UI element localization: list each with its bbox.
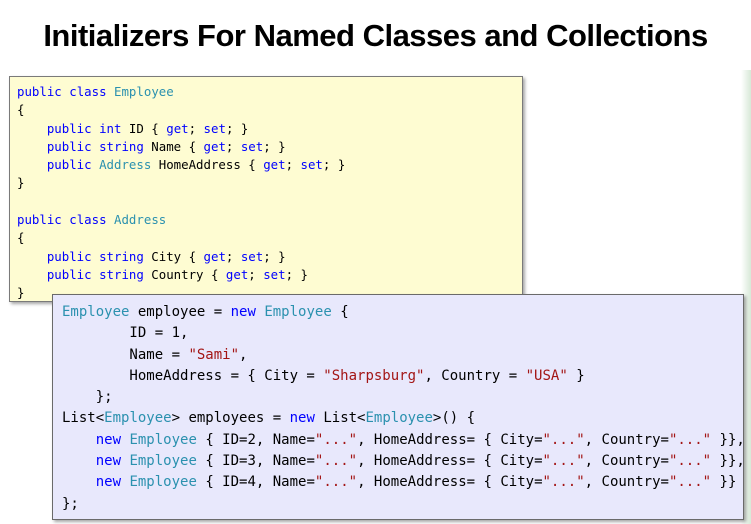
code-line: new Employee { ID=4, Name="...", HomeAdd… — [95, 474, 737, 491]
code-keyword: public — [46, 266, 92, 282]
code-type: Employee — [62, 304, 130, 320]
code-type: Employee — [129, 453, 197, 470]
code-line: new Employee { ID=2, Name="...", HomeAdd… — [95, 431, 745, 448]
code-keyword: set — [203, 120, 226, 136]
initializer-example-code: Employee employee = new Employee { ID = … — [62, 302, 745, 515]
code-keyword: int — [99, 120, 122, 136]
code-keyword: new — [95, 431, 122, 448]
code-keyword: get — [203, 138, 226, 154]
code-line: List<Employee> employees = new List<Empl… — [62, 410, 476, 427]
code-string: "..." — [542, 431, 585, 448]
code-type: Address — [114, 212, 167, 228]
code-line: } — [17, 285, 25, 301]
code-line: public class Employee — [17, 84, 174, 99]
code-keyword: new — [95, 453, 122, 470]
initializer-example-panel: Employee employee = new Employee { ID = … — [52, 294, 745, 520]
code-line: public string City { get; set; } — [46, 248, 286, 264]
code-line: public Address HomeAddress { get; set; } — [46, 157, 346, 173]
code-keyword: get — [166, 120, 189, 136]
code-keyword: class — [69, 84, 107, 99]
code-keyword: public — [17, 212, 62, 228]
code-string: "..." — [668, 431, 712, 448]
code-line: ID = 1, — [62, 325, 189, 342]
code-line: { — [17, 102, 25, 118]
code-line: Name = "Sami", — [62, 346, 248, 363]
code-keyword: string — [99, 266, 144, 282]
code-keyword: set — [240, 248, 264, 264]
code-keyword: public — [17, 84, 62, 99]
code-string: "..." — [542, 474, 585, 491]
code-type: Employee — [129, 474, 197, 491]
code-line: new Employee { ID=3, Name="...", HomeAdd… — [95, 453, 745, 470]
code-line: HomeAddress = { City = "Sharpsburg", Cou… — [62, 367, 585, 384]
code-string: "..." — [314, 453, 358, 470]
code-type: Employee — [104, 410, 172, 427]
code-type: Employee — [365, 410, 433, 427]
code-string: "Sami" — [188, 346, 240, 363]
code-line: public string Name { get; set; } — [46, 138, 286, 154]
code-string: "..." — [314, 431, 358, 448]
code-keyword: class — [69, 212, 107, 228]
code-line: public string Country { get; set; } — [46, 266, 308, 282]
code-keyword: set — [300, 157, 323, 173]
slide-edge-decoration — [741, 70, 751, 524]
code-keyword: public — [46, 248, 92, 264]
code-string: "..." — [668, 474, 712, 491]
code-keyword: set — [240, 138, 264, 154]
code-keyword: public — [46, 157, 92, 173]
code-string: "..." — [668, 453, 712, 470]
code-keyword: set — [263, 266, 286, 282]
code-keyword: get — [203, 248, 226, 264]
code-line: Employee employee = new Employee { — [62, 304, 349, 320]
code-string: "..." — [314, 474, 358, 491]
code-keyword: string — [99, 138, 144, 154]
code-string: "..." — [542, 453, 585, 470]
code-line: public int ID { get; set; } — [46, 120, 249, 136]
code-type: Address — [99, 157, 152, 173]
code-keyword: new — [230, 304, 256, 320]
code-type: Employee — [114, 84, 174, 99]
code-keyword: public — [46, 138, 92, 154]
code-string: "Sharpsburg" — [323, 367, 425, 384]
code-keyword: string — [99, 248, 144, 264]
code-line: }; — [62, 495, 79, 512]
slide-title: Initializers For Named Classes and Colle… — [43, 18, 708, 53]
code-keyword: get — [225, 266, 249, 282]
code-line: }; — [62, 389, 113, 406]
code-type: Employee — [264, 304, 332, 320]
class-definitions-code: public class Employee { public int ID { … — [17, 83, 345, 303]
code-keyword: new — [95, 474, 122, 491]
code-line: } — [17, 175, 25, 191]
class-definitions-panel: public class Employee { public int ID { … — [9, 76, 523, 302]
code-type: Employee — [129, 431, 197, 448]
code-line: { — [17, 230, 25, 246]
code-keyword: public — [46, 120, 92, 136]
code-string: "USA" — [525, 367, 568, 384]
code-line: public class Address — [17, 212, 166, 227]
code-keyword: new — [289, 410, 315, 427]
code-keyword: get — [263, 157, 286, 173]
